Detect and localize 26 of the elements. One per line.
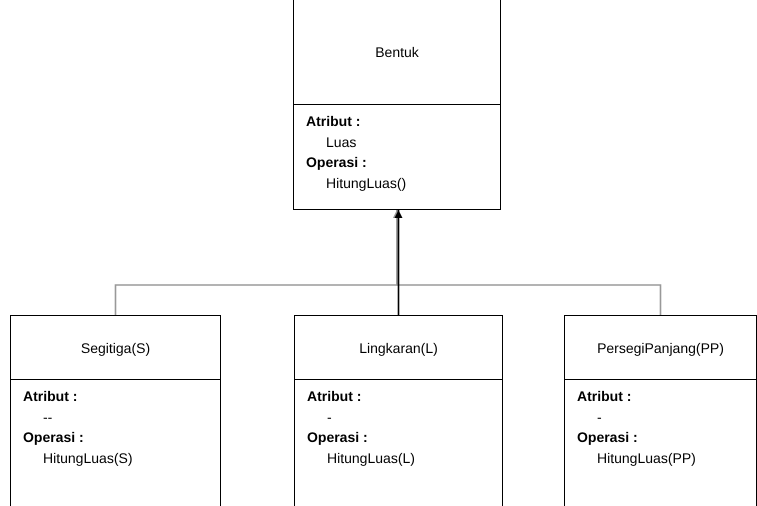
section-label: Atribut : (306, 112, 360, 130)
inheritance-arrow (393, 210, 662, 315)
class-box (564, 315, 757, 506)
inheritance-arrow (394, 210, 402, 315)
member-text: - (597, 408, 602, 426)
member-text: - (327, 408, 332, 426)
section-label: Operasi : (306, 153, 367, 171)
member-text: HitungLuas() (326, 174, 406, 192)
class-name: PersegiPanjang(PP) (596, 338, 725, 356)
section-label: Atribut : (307, 387, 362, 405)
section-label: Operasi : (577, 428, 638, 446)
section-label: Atribut : (577, 387, 632, 405)
class-name: Bentuk (374, 43, 420, 61)
class-box (10, 315, 221, 506)
member-text: HitungLuas(PP) (597, 448, 696, 466)
member-text: HitungLuas(S) (43, 448, 132, 466)
section-label: Operasi : (23, 428, 84, 446)
section-label: Operasi : (307, 428, 368, 446)
member-text: Luas (326, 132, 356, 150)
member-text: -- (43, 408, 52, 426)
class-box (293, 0, 501, 210)
class-name: Lingkaran(L) (358, 338, 439, 356)
class-name: Segitiga(S) (80, 338, 152, 356)
member-text: HitungLuas(L) (327, 448, 415, 466)
section-label: Atribut : (23, 387, 78, 405)
class-box (294, 315, 503, 506)
